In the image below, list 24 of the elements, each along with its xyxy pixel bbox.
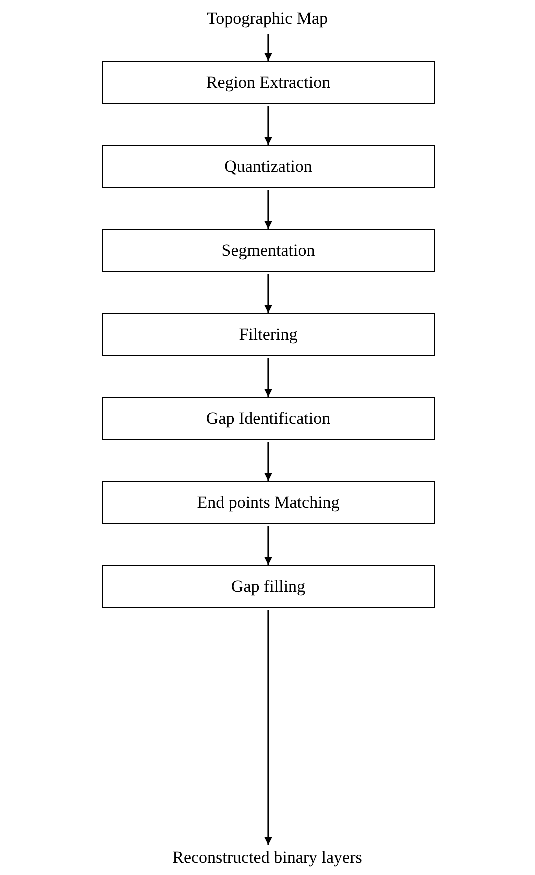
step-label: Segmentation <box>222 240 316 260</box>
flow-label: Reconstructed binary layers <box>172 848 362 868</box>
step-label: Filtering <box>239 324 298 344</box>
arrow <box>264 526 272 565</box>
arrow <box>264 442 272 481</box>
arrow <box>264 358 272 397</box>
arrow <box>264 34 272 61</box>
process-box <box>102 145 435 188</box>
step-label: End points Matching <box>197 492 340 512</box>
process-box <box>102 313 435 356</box>
arrow <box>264 610 272 845</box>
process-box <box>102 481 435 524</box>
step-label: Region Extraction <box>206 72 331 92</box>
process-box <box>102 61 435 104</box>
process-box <box>102 229 435 272</box>
step-label: Quantization <box>224 156 312 176</box>
process-box <box>102 397 435 440</box>
step-label: Gap Identification <box>206 408 331 428</box>
arrow <box>264 190 272 229</box>
process-box <box>102 565 435 608</box>
flow-label: Topographic Map <box>206 9 328 29</box>
arrow <box>264 106 272 145</box>
arrow <box>264 274 272 313</box>
step-label: Gap filling <box>231 576 306 596</box>
